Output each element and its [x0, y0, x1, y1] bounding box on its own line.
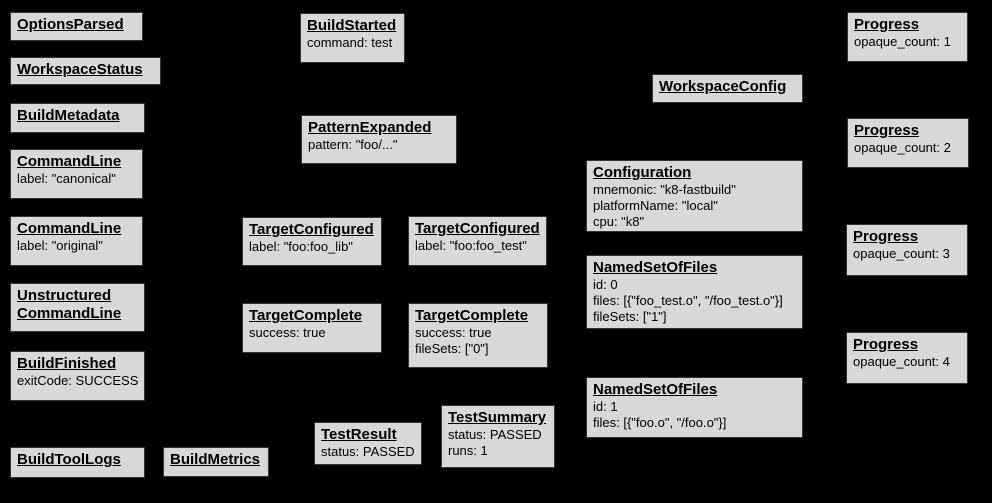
node-title: Unstructured CommandLine [17, 287, 122, 322]
node-title: BuildFinished [17, 355, 117, 372]
node-title: OptionsParsed [17, 16, 124, 33]
node-title: TestSummary [448, 409, 547, 426]
node-line: opaque_count: 1 [854, 34, 951, 49]
node-title: Progress [853, 228, 919, 245]
node-line: label: "original" [17, 238, 103, 253]
node-build-metadata: BuildMetadata [10, 103, 145, 133]
node-title: TargetComplete [415, 307, 529, 324]
node-title: TargetConfigured [249, 221, 374, 238]
node-line: files: [{"foo.o", "/foo.o"}] [593, 415, 727, 430]
node-title: Configuration [593, 164, 692, 181]
node-title: WorkspaceConfig [659, 78, 787, 95]
node-progress-3: Progress opaque_count: 3 [846, 224, 968, 276]
node-named-set-of-files-1: NamedSetOfFiles id: 1 files: [{"foo.o", … [586, 377, 803, 438]
node-target-complete-foo-test: TargetComplete success: true fileSets: [… [408, 303, 548, 368]
node-line: fileSets: ["0"] [415, 341, 489, 356]
node-line: id: 0 [593, 277, 618, 292]
node-progress-1: Progress opaque_count: 1 [847, 12, 968, 62]
node-build-tool-logs: BuildToolLogs [10, 447, 145, 478]
node-line: label: "foo:foo_lib" [249, 239, 353, 254]
node-title: BuildStarted [307, 17, 397, 34]
node-pattern-expanded: PatternExpanded pattern: "foo/..." [301, 115, 457, 164]
node-title: TestResult [321, 426, 397, 443]
node-line: platformName: "local" [593, 198, 718, 213]
node-line: label: "foo:foo_test" [415, 238, 527, 253]
node-title: TargetConfigured [415, 220, 540, 237]
node-progress-2: Progress opaque_count: 2 [847, 118, 969, 168]
node-command-line-original: CommandLine label: "original" [10, 216, 143, 266]
node-title: BuildToolLogs [17, 451, 121, 468]
node-line: cpu: "k8" [593, 214, 645, 229]
node-line: mnemonic: "k8-fastbuild" [593, 182, 736, 197]
node-build-started: BuildStarted command: test [300, 13, 405, 63]
node-line: success: true [415, 325, 492, 340]
node-title: WorkspaceStatus [17, 61, 143, 78]
node-line: opaque_count: 4 [853, 354, 950, 369]
node-unstructured-command-line: Unstructured CommandLine [10, 283, 145, 332]
node-build-metrics: BuildMetrics [163, 447, 269, 477]
node-options-parsed: OptionsParsed [10, 12, 143, 41]
node-target-complete-foo-lib: TargetComplete success: true [242, 303, 382, 353]
node-test-summary: TestSummary status: PASSED runs: 1 [441, 405, 555, 468]
node-named-set-of-files-0: NamedSetOfFiles id: 0 files: [{"foo_test… [586, 255, 803, 329]
node-title: PatternExpanded [308, 119, 432, 136]
node-workspace-config: WorkspaceConfig [652, 74, 803, 103]
node-title: Progress [854, 16, 920, 33]
node-line: fileSets: ["1"] [593, 309, 667, 324]
node-line: status: PASSED [321, 444, 415, 459]
node-line: id: 1 [593, 399, 618, 414]
node-build-finished: BuildFinished exitCode: SUCCESS [10, 351, 145, 401]
node-line: status: PASSED [448, 427, 542, 442]
node-test-result: TestResult status: PASSED [314, 422, 422, 465]
node-line: command: test [307, 35, 393, 50]
node-line: runs: 1 [448, 443, 488, 458]
node-line: pattern: "foo/..." [308, 137, 398, 152]
node-title: Progress [854, 122, 920, 139]
node-title: TargetComplete [249, 307, 363, 324]
node-line: label: "canonical" [17, 171, 116, 186]
node-target-configured-foo-test: TargetConfigured label: "foo:foo_test" [408, 216, 547, 266]
node-progress-4: Progress opaque_count: 4 [846, 332, 968, 384]
node-line: success: true [249, 325, 326, 340]
node-title: CommandLine [17, 153, 122, 170]
node-workspace-status: WorkspaceStatus [10, 57, 161, 85]
node-title: CommandLine [17, 220, 122, 237]
node-line: exitCode: SUCCESS [17, 373, 139, 388]
node-title: NamedSetOfFiles [593, 259, 718, 276]
node-title: Progress [853, 336, 919, 353]
node-title: BuildMetrics [170, 451, 261, 468]
node-title: NamedSetOfFiles [593, 381, 718, 398]
node-line: opaque_count: 3 [853, 246, 950, 261]
node-title: BuildMetadata [17, 107, 120, 124]
node-line: opaque_count: 2 [854, 140, 951, 155]
node-configuration: Configuration mnemonic: "k8-fastbuild" p… [586, 160, 803, 232]
node-command-line-canonical: CommandLine label: "canonical" [10, 149, 143, 199]
node-line: files: [{"foo_test.o", "/foo_test.o"}] [593, 293, 783, 308]
node-target-configured-foo-lib: TargetConfigured label: "foo:foo_lib" [242, 217, 382, 266]
